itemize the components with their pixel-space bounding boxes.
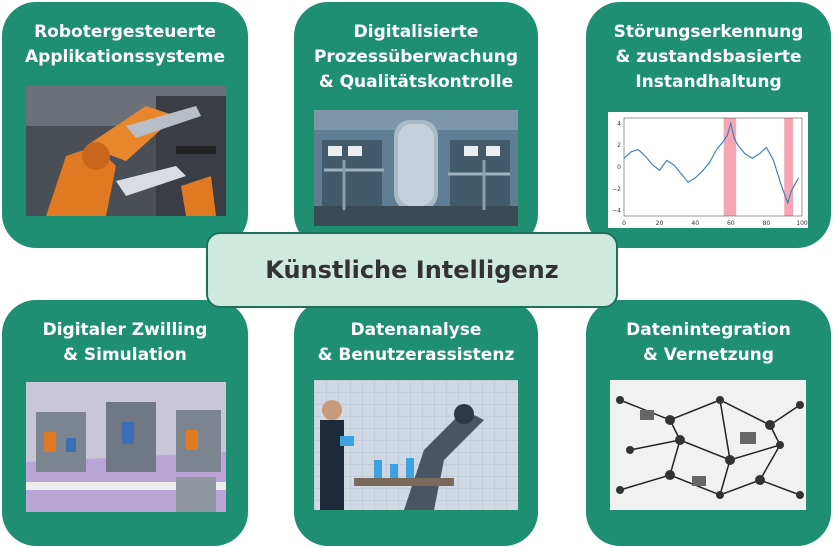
center-title: Künstliche Intelligenz [265,256,559,284]
plot-frame [623,117,803,217]
tile-digital-twin: Digitaler Zwilling & Simulation [2,300,248,546]
x-tick-label: 100 [796,220,808,227]
tile-data-analysis: Datenanalyse & Benutzerassistenz [294,300,538,546]
anomaly-highlight-1 [784,118,794,216]
digital-twin-image [26,382,226,512]
tile-title: Robotergesteuerte Applikationssysteme [25,22,225,67]
y-tick-label: 4 [617,120,621,127]
y-tick-label: −2 [612,186,621,193]
robot-arm-image [26,86,226,216]
tile-title: Datenintegration & Vernetzung [626,320,791,365]
tile-title: Störungserkennung & zustandsbasierte Ins… [613,22,804,92]
process-plant-image [314,110,518,226]
network-image [610,380,806,510]
series-line [623,121,799,205]
x-tick-label: 0 [622,220,626,227]
x-tick-label: 20 [656,220,664,227]
tile-title: Datenanalyse & Benutzerassistenz [317,320,515,365]
x-tick-label: 80 [763,220,771,227]
lab-robot-image [314,380,518,510]
tile-robotic-applications: Robotergesteuerte Applikationssysteme [2,2,248,248]
y-tick-label: −4 [612,208,621,215]
x-tick-label: 60 [727,220,735,227]
tile-process-monitoring: Digitalisierte Prozessüberwachung & Qual… [294,2,538,248]
center-label-box: Künstliche Intelligenz [206,232,618,308]
tile-title: Digitalisierte Prozessüberwachung & Qual… [313,22,519,92]
anomaly-highlight-0 [723,118,737,216]
tile-title: Digitaler Zwilling & Simulation [42,320,208,365]
tile-data-integration: Datenintegration & Vernetzung [586,300,831,546]
x-tick-label: 40 [691,220,699,227]
y-tick-label: 2 [617,142,621,149]
y-tick-label: 0 [617,164,621,171]
tile-fault-detection: Störungserkennung & zustandsbasierte Ins… [586,2,831,248]
